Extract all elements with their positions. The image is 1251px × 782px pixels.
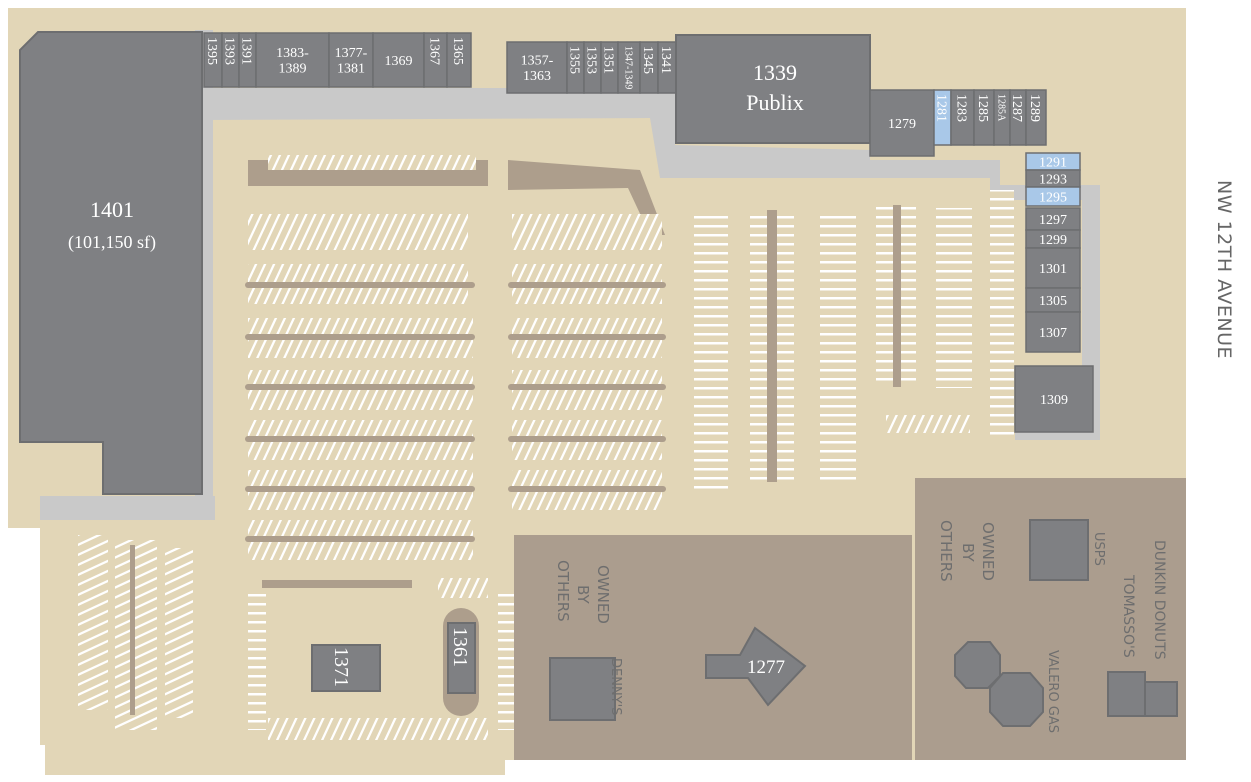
svg-text:OWNED: OWNED [594, 565, 612, 624]
unit-1307-label: 1307 [1039, 326, 1067, 341]
unit-1307-space [1025, 311, 1081, 353]
outparcel-1361-label: 1361 [449, 627, 471, 667]
unit-1285-label: 1285 [975, 94, 990, 122]
svg-text:OWNED: OWNED [979, 522, 997, 581]
unit-1369-label: 1369 [385, 54, 413, 69]
valero-label: VALERO GAS [1045, 650, 1060, 733]
unit-1299-label: 1299 [1039, 233, 1067, 248]
unit-1345-label: 1345 [640, 46, 655, 74]
outparcel-1371-label: 1371 [330, 647, 352, 687]
site-edge-cut [8, 528, 40, 750]
dunkin-building [1144, 681, 1178, 717]
unit-1293-label: 1293 [1039, 172, 1067, 187]
unit-1365-label: 1365 [450, 37, 465, 65]
unit-1295-label: 1295 [1039, 190, 1067, 205]
unit-1301-label: 1301 [1039, 262, 1067, 277]
unit-1287-label: 1287 [1009, 94, 1024, 122]
anchor-1401-building [19, 31, 203, 495]
unit-1357-1363-space [506, 41, 568, 94]
tomassos-label: TOMASSO'S [1120, 574, 1136, 658]
unit-1395-label: 1395 [204, 37, 219, 65]
unit-1297-label: 1297 [1039, 213, 1067, 228]
unit-1309-space [1014, 365, 1094, 433]
others-area-center [514, 535, 912, 760]
publix-name-label: Publix [746, 90, 803, 115]
owned-by-others-east-label: OWNED BY OTHERS [937, 520, 997, 582]
publix-unit-label: 1339 [753, 60, 797, 85]
valero-canopy-2 [989, 672, 1044, 727]
unit-1393-label: 1393 [222, 37, 237, 65]
street-label-nw-12th-avenue: NW 12TH AVENUE [1213, 180, 1235, 360]
unit-1347-1349-label: 1347-1349 [623, 46, 634, 89]
unit-1391-label: 1391 [239, 37, 254, 65]
valero-canopy-1 [954, 641, 1001, 689]
svg-text:OTHERS: OTHERS [937, 520, 955, 582]
parking-lower-left [78, 535, 514, 740]
dennys-label: DENNY'S [608, 658, 623, 715]
outparcel-1277-label: 1277 [747, 657, 785, 678]
unit-1301-space [1025, 247, 1081, 289]
unit-1279-space [869, 89, 935, 157]
parking-east [694, 190, 1014, 490]
svg-text:BY: BY [959, 543, 977, 562]
unit-1295-space [1025, 186, 1081, 207]
unit-1309-label: 1309 [1040, 393, 1068, 408]
unit-1289-label: 1289 [1027, 94, 1042, 122]
parking-west [245, 155, 488, 560]
unit-1369-space [372, 32, 425, 88]
unit-1341-label: 1341 [658, 46, 673, 74]
unit-1279-label: 1279 [888, 117, 916, 132]
unit-1289-space [1025, 89, 1047, 146]
unit-1281-label: 1281 [934, 94, 949, 122]
unit-1305-label: 1305 [1039, 294, 1067, 309]
svg-text:OTHERS: OTHERS [554, 560, 572, 622]
unit-1367-label: 1367 [427, 37, 442, 65]
unit-1355-label: 1355 [567, 46, 582, 74]
unit-1351-label: 1351 [601, 46, 616, 74]
unit-1377-1381-space [328, 32, 374, 88]
anchor-area-label: (101,150 sf) [68, 232, 156, 253]
unit-1353-label: 1353 [584, 46, 599, 74]
unit-1357-1363-label: 1357-1363 [521, 54, 554, 84]
anchor-unit-label: 1401 [90, 197, 134, 222]
unit-1283-label: 1283 [954, 94, 969, 122]
unit-1291-label: 1291 [1039, 155, 1067, 170]
east-column: 1291 1293 1295 1297 1299 1301 1305 1307 1309 [1014, 152, 1094, 433]
dennys-building [549, 657, 616, 721]
unit-1365-space [446, 32, 472, 88]
usps-label: USPS [1091, 532, 1106, 566]
parking-middle [508, 160, 666, 510]
outparcel-1361-building [447, 622, 476, 694]
owned-by-others-center-label: OWNED BY OTHERS [554, 560, 612, 624]
svg-text:BY: BY [574, 585, 592, 604]
outparcel-1371-building [311, 644, 381, 692]
unit-1285A-label: 1285A [996, 94, 1007, 122]
outparcel-1277-building [705, 626, 807, 707]
usps-building [1029, 519, 1089, 581]
unit-1377-1381-label: 1377-1381 [335, 46, 368, 76]
dunkin-label: DUNKIN DONUTS [1151, 540, 1167, 660]
tomassos-building [1107, 671, 1146, 717]
unit-1383-1389-label: 1383-1389 [276, 46, 309, 76]
publix-building [675, 34, 871, 144]
unit-1383-1389-space [255, 32, 330, 88]
